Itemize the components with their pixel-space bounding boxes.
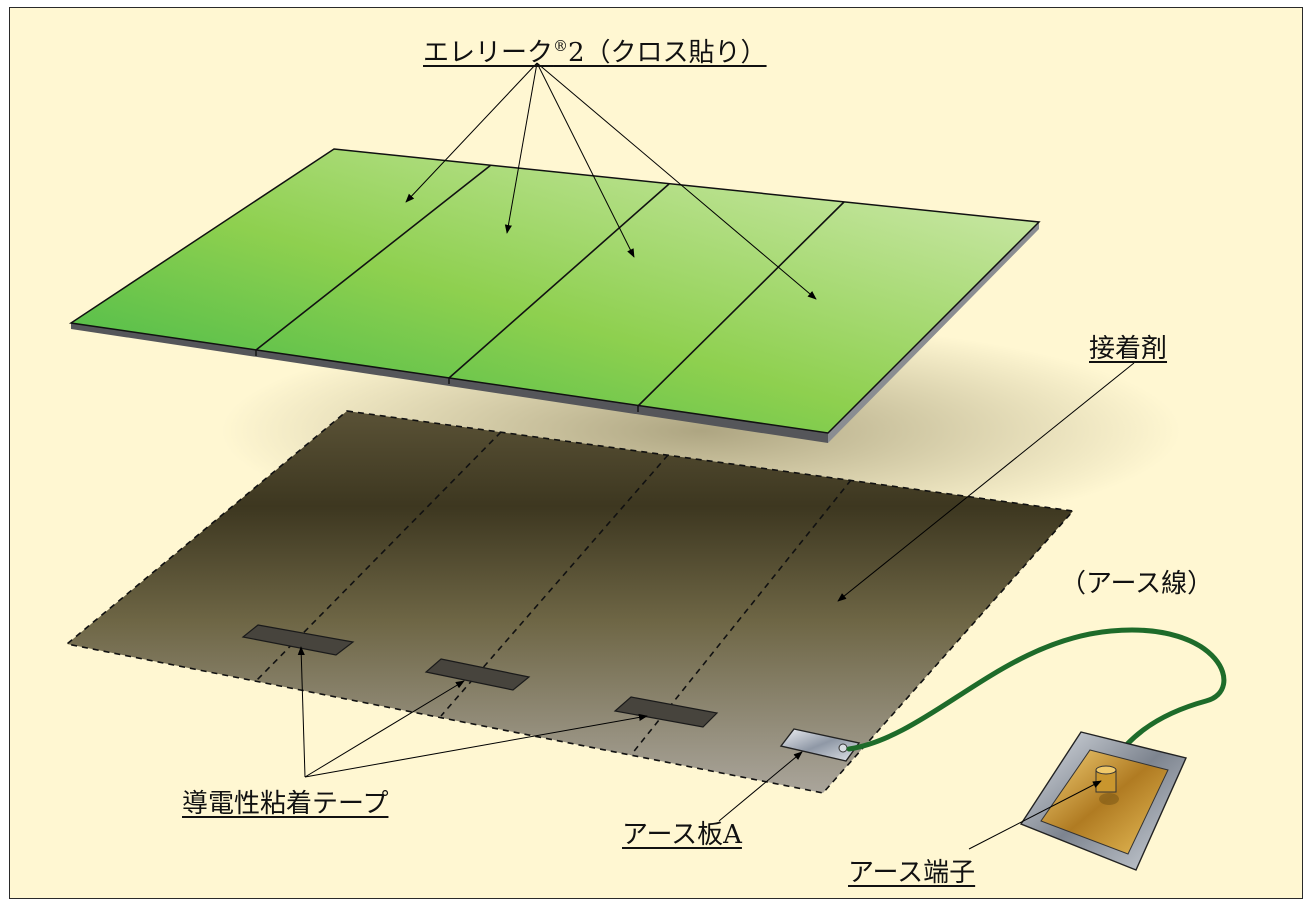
earth-terminal	[1019, 731, 1187, 871]
label-top-tail: 2（クロス貼り）	[568, 38, 767, 68]
conductive-tape-strip	[424, 658, 531, 691]
earth-terminal-post-top	[1095, 765, 1117, 775]
top-sheet-seam-1	[255, 164, 492, 351]
label-earth-wire: （アース線）	[1060, 569, 1214, 599]
label-earth-terminal: アース端子	[848, 858, 976, 888]
conductive-tape-strip	[241, 624, 355, 656]
leader-arrow	[304, 713, 648, 778]
earth-plate-leader	[718, 751, 803, 822]
top-sheet-seam-3	[637, 201, 845, 407]
label-top-sheet: エレリーク®2（クロス貼り）	[423, 37, 767, 68]
leader-arrow	[304, 680, 465, 778]
earth-wire	[846, 627, 1227, 774]
diagram-canvas	[65, 62, 1227, 871]
leader-arrow	[405, 62, 538, 203]
label-adhesive: 接着剤	[1089, 334, 1168, 364]
tape-leaders	[297, 646, 648, 778]
registered-mark: ®	[553, 37, 569, 55]
adhesive-sheet	[65, 410, 1075, 794]
leader-arrow	[536, 62, 817, 300]
earth-terminal-post-shadow	[1099, 793, 1119, 805]
leader-arrow	[536, 62, 635, 258]
top-sheet-surface	[68, 148, 1041, 434]
top-sheet-seam-2	[448, 183, 670, 379]
earth-plate-a	[779, 728, 861, 762]
label-conductive-tape: 導電性粘着テープ	[182, 789, 389, 819]
top-label-leaders	[405, 62, 817, 300]
label-earth-plate: アース板A	[622, 820, 742, 850]
top-sheet-right-edge	[828, 222, 1039, 443]
diagram-frame: エレリーク®2（クロス貼り） 接着剤 （アース線） 導電性粘着テープ アース板A…	[9, 7, 1303, 899]
leader-arrow	[504, 62, 538, 234]
earth-terminal-leader	[968, 780, 1102, 850]
adhesive-leader	[837, 362, 1135, 602]
earth-plate-screw	[838, 743, 848, 753]
leader-arrow	[297, 646, 306, 778]
earth-terminal-plate	[1040, 749, 1169, 855]
adhesive-seam-3	[630, 479, 852, 756]
label-top-main: エレリーク	[423, 38, 554, 68]
top-sheet	[68, 148, 1041, 443]
conductive-tape-strip	[613, 696, 719, 728]
